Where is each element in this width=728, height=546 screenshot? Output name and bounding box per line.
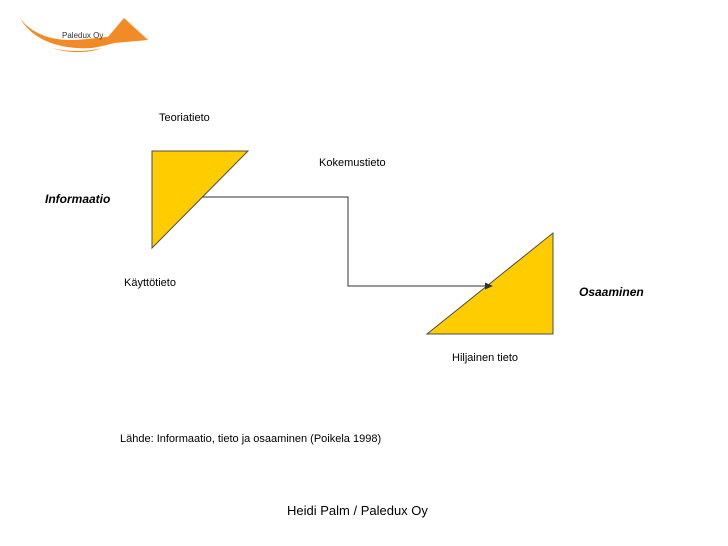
input-triangle bbox=[151, 150, 250, 250]
arrowhead bbox=[485, 282, 493, 290]
footer-credit: Heidi Palm / Paledux Oy bbox=[287, 503, 428, 518]
source-citation: Lähde: Informaatio, tieto ja osaaminen (… bbox=[120, 433, 382, 445]
logo-wing bbox=[102, 18, 148, 44]
label-kokemustieto: Kokemustieto bbox=[319, 157, 386, 169]
logo-mark bbox=[20, 18, 148, 53]
process-connector bbox=[202, 196, 486, 287]
label-teoriatieto: Teoriatieto bbox=[159, 112, 210, 124]
label-hiljainen-tieto: Hiljainen tieto bbox=[452, 352, 519, 364]
label-informaatio: Informaatio bbox=[45, 192, 111, 206]
logo-text: Paledux Oy bbox=[62, 31, 104, 40]
label-kayttotieto: Käyttötieto bbox=[124, 277, 176, 289]
label-osaaminen: Osaaminen bbox=[579, 285, 644, 299]
logo-swoosh-bottom bbox=[52, 48, 102, 53]
output-triangle bbox=[425, 231, 554, 335]
